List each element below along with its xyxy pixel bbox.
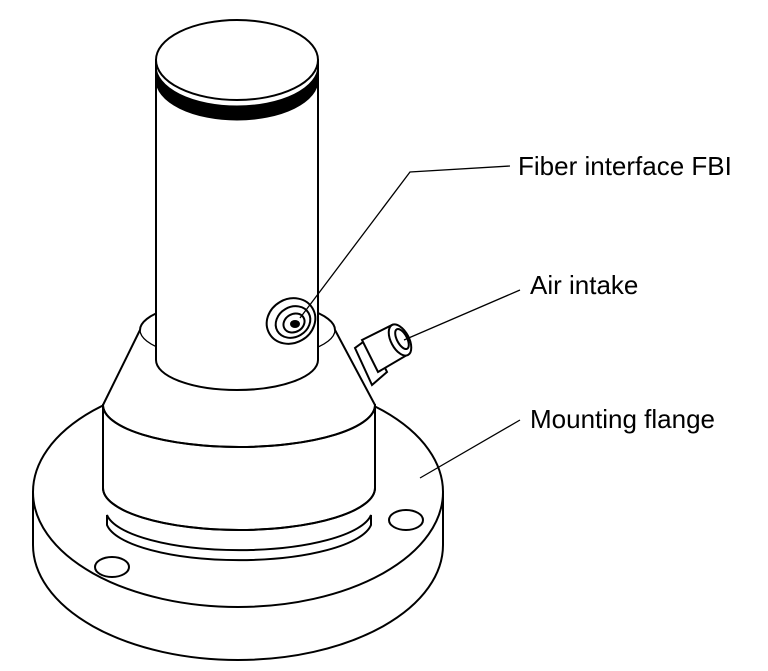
flange-hole-left xyxy=(94,556,130,578)
leader-lines xyxy=(299,165,521,479)
port-core xyxy=(290,320,300,328)
label-air-intake: Air intake xyxy=(530,270,638,300)
fitting-end-inner xyxy=(394,328,410,350)
housing-body-bottom-edge xyxy=(102,487,376,531)
tube-top-cap xyxy=(155,19,319,101)
housing-base-ring xyxy=(106,514,372,562)
housing-shoulder-bottom-edge xyxy=(102,404,376,448)
air-intake-fitting xyxy=(353,323,413,387)
flange-hole-right xyxy=(388,509,424,531)
label-mounting-flange: Mounting flange xyxy=(530,404,715,434)
fiber-interface-port xyxy=(265,297,317,345)
label-fiber-interface: Fiber interface FBI xyxy=(518,151,732,181)
leader-mounting-flange xyxy=(419,419,521,479)
leader-air-intake xyxy=(403,289,521,341)
leader-fiber-interface xyxy=(299,165,511,319)
tube-seal-band xyxy=(155,65,319,121)
